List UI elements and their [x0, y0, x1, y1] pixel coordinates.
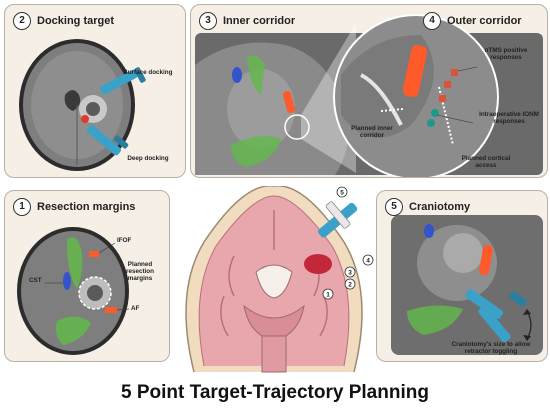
target-dot: [81, 115, 89, 123]
marker-1: 1: [326, 292, 330, 299]
panel-header-outer: 4 Outer corridor: [423, 12, 522, 30]
ntms-spot: [479, 244, 493, 276]
panel-title: Docking target: [37, 15, 115, 27]
ifof-label: IFOF: [117, 237, 132, 244]
marker-5: 5: [340, 190, 344, 197]
af-marker: [105, 307, 117, 313]
surface-docking-label: Surface docking: [123, 69, 173, 76]
panel-resection-margins: 1 Resection margins IFOF CST Planned res…: [4, 190, 170, 362]
coronal-brain-illustration: 5 4 3 2 1: [185, 186, 374, 373]
panel-docking-target: 2 Docking target Surface docking Deep do…: [4, 4, 186, 178]
panel-title: Resection margins: [37, 201, 136, 213]
marker-4: 4: [366, 258, 370, 265]
step-number: 3: [199, 12, 217, 30]
panel-title: Inner corridor: [223, 15, 296, 27]
panel-title: Outer corridor: [447, 15, 522, 27]
panel-header-inner: 3 Inner corridor: [199, 12, 295, 30]
ifof-tract: [67, 237, 83, 289]
ntms-spot-small: [282, 91, 296, 113]
deep-docking-tool: [87, 125, 129, 156]
resection-mri-illustration: [17, 227, 130, 355]
tract-green-lower: [231, 136, 281, 167]
af-label: AF: [131, 305, 140, 312]
craniotomy-mri-illustration: [391, 215, 543, 355]
ntms-marker: [439, 95, 446, 102]
panel-header: 2 Docking target: [13, 12, 114, 30]
ventricles: [255, 264, 293, 299]
docking-mri-illustration: [19, 39, 146, 171]
panel-craniotomy: 5 Craniotomy Craniotomy's size to allow …: [376, 190, 548, 362]
craniotomy-size-label: Craniotomy's size to allow retractor tog…: [451, 341, 531, 355]
cst-tract: [63, 272, 71, 290]
deep-docking-label: Deep docking: [127, 155, 169, 162]
tract-blue: [232, 67, 242, 83]
ifof-marker: [89, 251, 99, 257]
step-number: 4: [423, 12, 441, 30]
step-number: 1: [13, 198, 31, 216]
lesion-target: [304, 254, 332, 274]
ionm-marker: [427, 119, 435, 127]
center-trajectory-tool: [318, 201, 358, 238]
panel-title: Craniotomy: [409, 201, 471, 213]
cortical-access-label: Planned cortical access: [461, 155, 511, 169]
corridor-mri-illustration: [195, 14, 543, 177]
step-number: 5: [385, 198, 403, 216]
ntms-marker: [451, 69, 458, 76]
figure-caption-title: 5 Point Target-Trajectory Planning: [121, 382, 429, 403]
step-number: 2: [13, 12, 31, 30]
planned-inner-corridor-label: Planned inner corridor: [351, 125, 393, 139]
ionm-marker: [431, 109, 439, 117]
zoom-source-circle: [284, 114, 310, 140]
panel-corridors: 3 Inner corridor 4 Outer corridor Planne…: [190, 4, 548, 178]
planned-margins-label: Planned resection margins: [126, 261, 154, 282]
ionm-label: Intraoperative IONM responses: [479, 111, 539, 125]
marker-2: 2: [348, 282, 352, 289]
surface-docking-tool: [100, 67, 146, 95]
marker-3: 3: [348, 270, 352, 277]
brainstem: [261, 335, 287, 373]
cst-label: CST: [29, 277, 42, 284]
ntms-marker: [444, 81, 451, 88]
panel-header: 5 Craniotomy: [385, 198, 470, 216]
panel-header: 1 Resection margins: [13, 198, 135, 216]
ntms-label: nTMS positive responses: [484, 47, 528, 61]
ntms-spot-large: [402, 45, 428, 97]
retractor-tool: [465, 289, 527, 343]
tract-green-upper: [247, 55, 265, 95]
